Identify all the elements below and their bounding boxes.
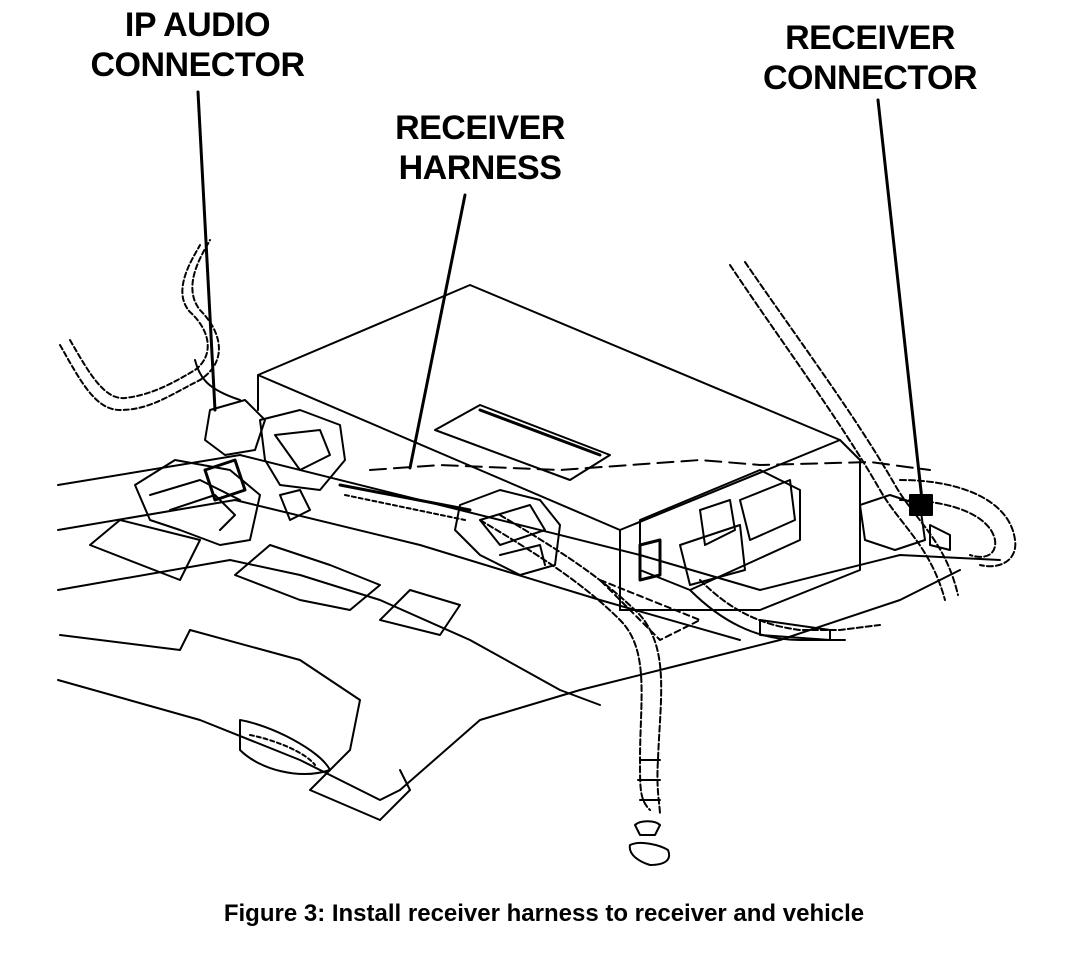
ip-audio-connector-label-line1: IP AUDIO xyxy=(124,6,271,44)
receiver-harness-label-line1: RECEIVER xyxy=(395,109,565,147)
receiver-connector-leader xyxy=(876,98,924,502)
ip-audio-connector-leader xyxy=(196,90,217,412)
receiver-harness-route xyxy=(369,459,931,471)
wire-harness xyxy=(59,239,1017,866)
receiver-harness-leader xyxy=(408,193,467,470)
ip-audio-connector-label: IP AUDIO CONNECTOR xyxy=(80,5,315,85)
receiver-harness-label-line2: HARNESS xyxy=(398,149,562,187)
harness-connector xyxy=(454,489,561,576)
ip-audio-connector-label-line2: CONNECTOR xyxy=(90,46,306,84)
mounting-tray xyxy=(57,454,1001,821)
figure-caption: Figure 3: Install receiver harness to re… xyxy=(223,900,865,927)
receiver-connector-label-line2: CONNECTOR xyxy=(763,59,978,97)
receiver-harness-label: RECEIVER HARNESS xyxy=(385,108,575,188)
receiver-box xyxy=(257,284,861,611)
receiver-connector-label-line1: RECEIVER xyxy=(785,19,955,57)
receiver-connector-part xyxy=(859,494,951,551)
ip-audio-connector-cluster xyxy=(134,399,346,546)
receiver-connector-label: RECEIVER CONNECTOR xyxy=(755,18,985,98)
